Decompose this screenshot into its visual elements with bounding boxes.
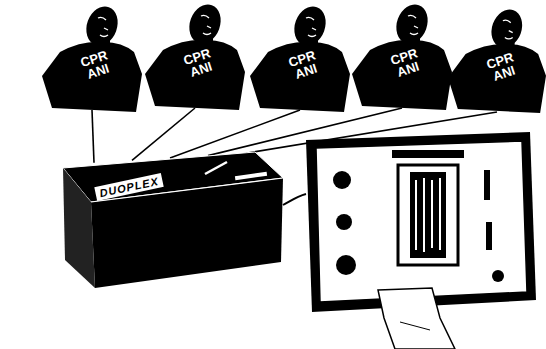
control-box: DUOPLEX	[55, 150, 285, 290]
cpr-manikin: CPR ANI	[448, 4, 546, 116]
cpr-manikin: CPR ANI	[145, 0, 245, 112]
cable	[246, 112, 497, 153]
cable	[170, 110, 300, 158]
cable	[208, 108, 402, 156]
cable	[132, 108, 195, 160]
cpr-manikin: CPR ANI	[352, 0, 452, 112]
cpr-manikin: CPR ANI	[42, 2, 142, 114]
cpr-manikin: CPR ANI	[250, 2, 350, 114]
chart-recorder	[306, 132, 536, 349]
cable	[283, 194, 306, 205]
cable	[92, 110, 94, 163]
box-outline	[55, 150, 285, 290]
